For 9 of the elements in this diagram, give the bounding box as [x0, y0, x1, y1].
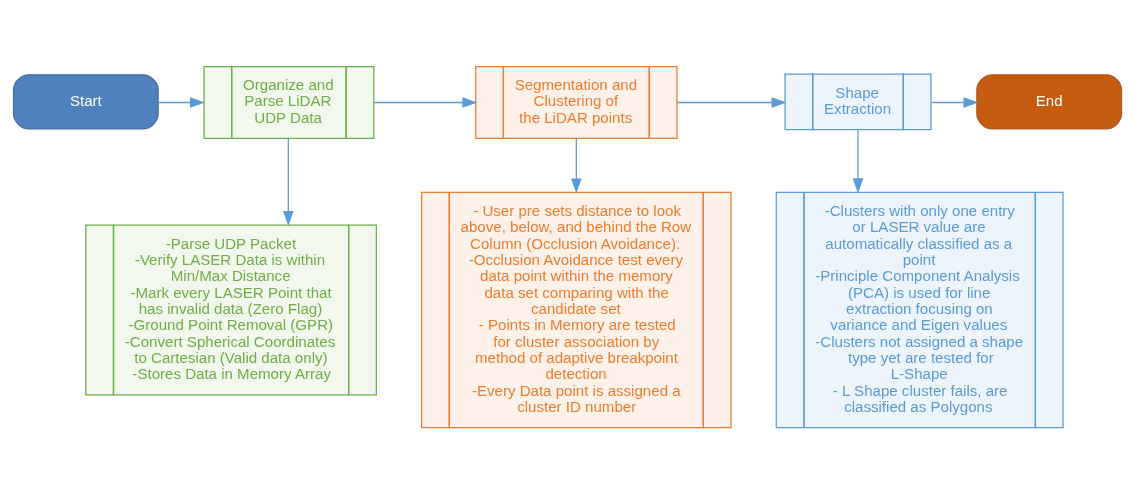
arrow	[372, 96, 478, 108]
arrow	[283, 136, 294, 226]
arrow	[852, 128, 864, 193]
arrow	[157, 96, 206, 108]
arrow	[930, 96, 979, 108]
node-box: End	[976, 73, 1123, 130]
arrow	[676, 96, 787, 108]
node-box: Start	[12, 73, 159, 130]
arrow	[571, 136, 582, 194]
